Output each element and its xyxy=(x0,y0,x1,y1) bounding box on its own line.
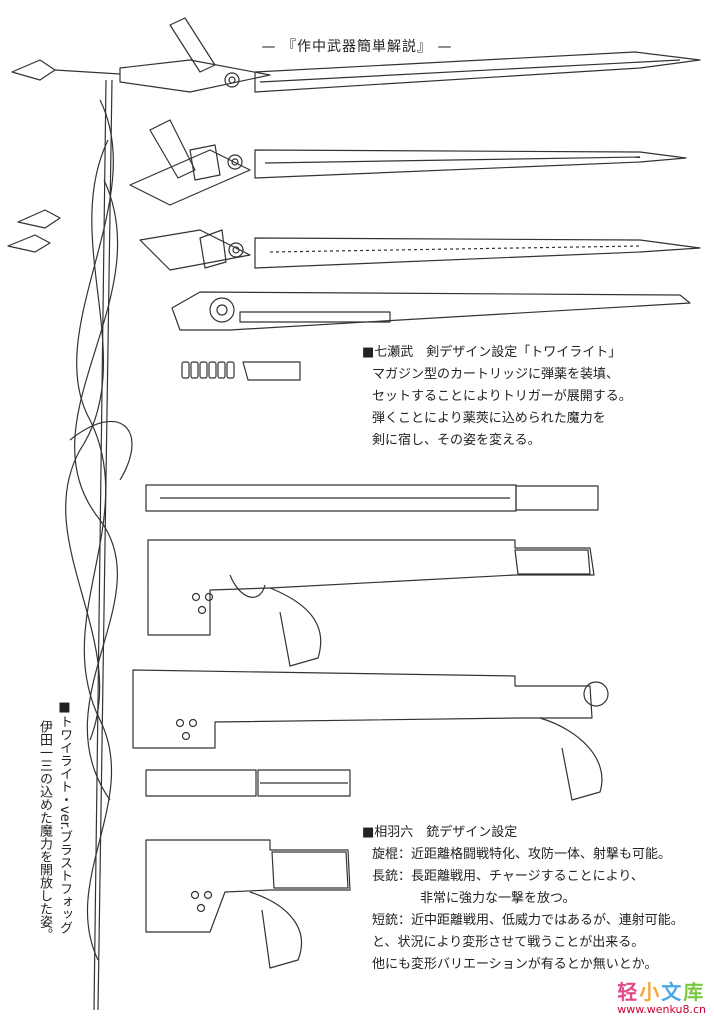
sword-description-line: セットすることによりトリガーが展開する。 xyxy=(372,389,632,404)
cartridge-drawings xyxy=(181,361,301,381)
twisted-sword-caption-title: ■トワイライト・ver.ブラストフォッグ xyxy=(57,700,72,934)
twisted-sword-caption: ■トワイライト・ver.ブラストフォッグ 伊田一三の込めた魔力を開放した姿。 xyxy=(34,700,74,1010)
gun-drawing-short xyxy=(145,839,351,969)
watermark-logo-char: 轻 xyxy=(617,980,640,1004)
twisted-sword-drawing xyxy=(65,79,133,1011)
gun-description-line: 非常に強力な一撃を放つ。 xyxy=(420,891,576,906)
twisted-sword-caption-text: 伊田一三の込めた魔力を開放した姿。 xyxy=(37,720,52,941)
sword-description-line: マガジン型のカートリッジに弾薬を装填、 xyxy=(372,367,620,382)
sword-drawing-3 xyxy=(7,229,701,271)
sword-description-line: 剣に宿し、その姿を変える。 xyxy=(372,433,541,448)
gun-description-line: 長銃：長距離戦用、チャージすることにより、 xyxy=(372,869,644,884)
watermark-logo-char: 文 xyxy=(661,980,684,1004)
page-title: — 『作中武器簡単解説』 — xyxy=(261,39,453,55)
site-watermark: 轻小文库 www.wenku8.cn xyxy=(617,976,706,1016)
gun-description-heading: ■相羽六 銃デザイン設定 xyxy=(362,825,518,840)
watermark-url: www.wenku8.cn xyxy=(617,1003,706,1016)
gun-description: ■相羽六 銃デザイン設定 旋棍：近距離格闘戦特化、攻防一体、射撃も可能。 長銃：… xyxy=(362,822,707,976)
sword-drawing-2 xyxy=(17,119,687,229)
sword-description: ■七瀬武 剣デザイン設定「トワイライト」 マガジン型のカートリッジに弾薬を装填、… xyxy=(362,342,702,452)
watermark-logo: 轻小文库 xyxy=(617,976,706,1005)
gun-description-line: 旋棍：近距離格闘戦特化、攻防一体、射撃も可能。 xyxy=(372,847,672,862)
sword-drawing-4 xyxy=(171,291,691,331)
sword-description-heading: ■七瀬武 剣デザイン設定「トワイライト」 xyxy=(362,345,622,360)
sword-description-line: 弾くことにより薬莢に込められた魔力を xyxy=(372,411,606,426)
gun-drawing-long xyxy=(147,539,595,667)
watermark-logo-char: 库 xyxy=(683,980,706,1004)
gun-description-line: 他にも変形バリエーションが有るとか無いとか。 xyxy=(372,957,658,972)
watermark-logo-char: 小 xyxy=(639,980,662,1004)
gun-drawing-extended xyxy=(132,669,609,801)
gun-drawing-short-top xyxy=(145,769,351,797)
gun-description-line: 短銃：近中距離戦用、低威力ではあるが、連射可能。 xyxy=(372,913,684,928)
sword-drawing-1 xyxy=(11,17,701,93)
gun-description-line: と、状況により変形させて戦うことが出来る。 xyxy=(372,935,645,950)
gun-drawing-top-view xyxy=(145,484,599,512)
